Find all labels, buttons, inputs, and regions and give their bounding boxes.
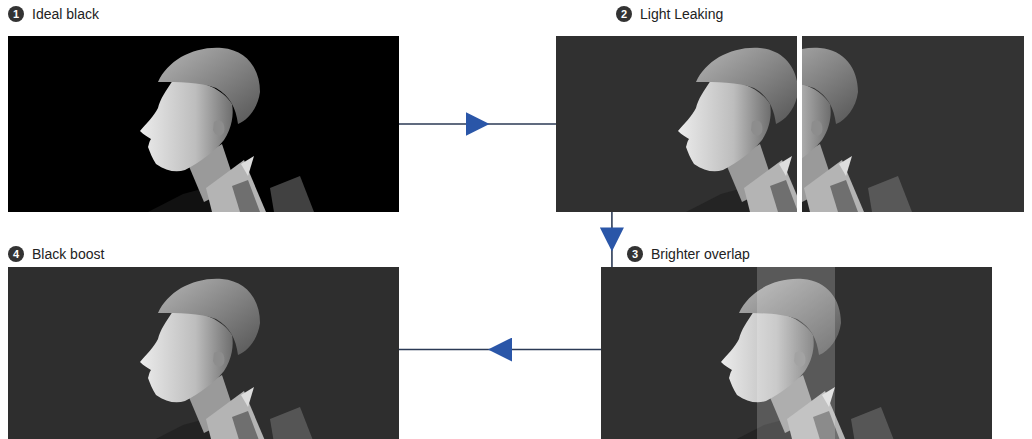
panel-heading: 2 Light Leaking xyxy=(616,6,723,22)
panel-title: Black boost xyxy=(32,246,104,262)
callout-number: 1 xyxy=(8,6,24,22)
photo-ideal-black xyxy=(8,36,399,212)
panel-title: Ideal black xyxy=(32,6,99,22)
photo-black-boost xyxy=(8,267,399,439)
image-panel: 2Light Leaking xyxy=(556,36,797,212)
image-panel: 4Black boost xyxy=(8,267,399,439)
flow-arrow xyxy=(399,349,601,351)
panel-heading: 1 Ideal black xyxy=(8,6,99,22)
flow-arrow xyxy=(611,212,613,267)
image-panel: 3Brighter overlap xyxy=(601,267,992,439)
photo-brighter-overlap xyxy=(601,267,992,439)
photo-light-leaking-second xyxy=(738,36,1024,212)
panel-heading: 4 Black boost xyxy=(8,246,104,262)
panel-heading: 3 Brighter overlap xyxy=(627,246,750,262)
flow-arrow xyxy=(399,123,556,125)
callout-number: 3 xyxy=(627,246,643,262)
callout-number: 2 xyxy=(616,6,632,22)
panel-title: Light Leaking xyxy=(640,6,723,22)
image-panel: 1Ideal black xyxy=(8,36,399,212)
overlap-band xyxy=(757,267,835,439)
callout-number: 4 xyxy=(8,246,24,262)
panel-title: Brighter overlap xyxy=(651,246,750,262)
